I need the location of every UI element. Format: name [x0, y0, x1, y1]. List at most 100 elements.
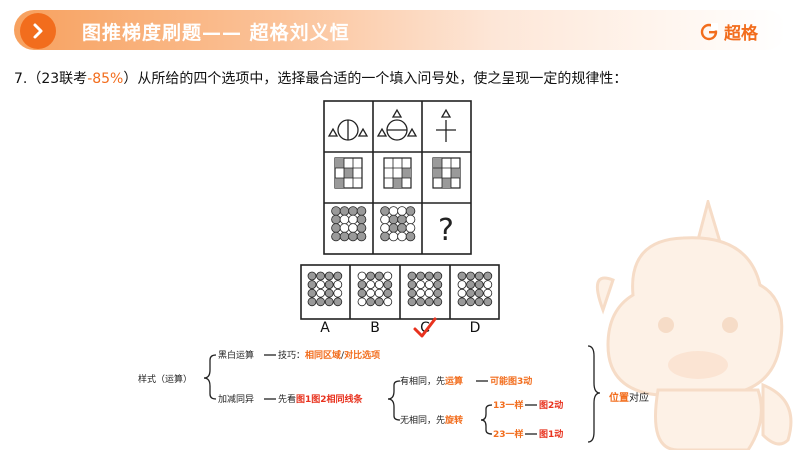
puzzle-cell-8 — [380, 206, 416, 242]
grid-circle — [433, 280, 443, 290]
grid-circle — [483, 288, 493, 298]
option-label-a[interactable]: A — [320, 320, 330, 336]
grid-circle — [316, 280, 326, 290]
grid-circle — [416, 271, 425, 281]
grid-circle — [457, 280, 467, 290]
grid-circle — [339, 223, 350, 233]
grid-circle — [466, 297, 476, 307]
grid-circle — [333, 271, 343, 281]
grid-circle — [366, 280, 375, 290]
option-c-figure[interactable] — [407, 271, 443, 307]
option-a-figure[interactable] — [307, 271, 343, 307]
grid-circle — [397, 231, 407, 242]
grid-circle — [357, 271, 367, 281]
grid-circle — [424, 297, 434, 307]
grid-circle — [380, 206, 390, 216]
grid-circle — [380, 231, 390, 242]
grid-circle — [424, 288, 434, 298]
grid-circle — [397, 214, 407, 225]
grid-circle — [316, 271, 326, 281]
accuracy-rate: -85% — [87, 71, 124, 87]
puzzle-cell-7 — [331, 206, 367, 242]
grid-circle — [474, 288, 484, 298]
tip-compare-options: 对比选项 — [344, 349, 380, 361]
grid-circle — [374, 280, 384, 290]
no-same-prefix: 无相同，先 — [400, 414, 445, 426]
grid-circle — [307, 297, 317, 307]
grid-circle — [331, 231, 341, 242]
first-look-node: 先看图1图2相同线条 — [278, 393, 364, 405]
grid-circle — [433, 297, 443, 307]
grid-circle — [383, 271, 393, 281]
header: 图推梯度刷题—— 超格刘义恒 超格 — [0, 0, 800, 60]
case-13-node: 13一样 — [493, 399, 524, 411]
grid-circle — [405, 223, 416, 233]
grid-circle — [383, 297, 393, 307]
has-same-highlight: 运算 — [445, 375, 463, 387]
grid-circle — [357, 280, 367, 290]
grid-circle — [416, 280, 425, 290]
grid-circle — [324, 297, 334, 307]
conclusion-node: 位置对应 — [609, 389, 649, 404]
grid-circle — [388, 214, 399, 225]
grid-circle — [397, 206, 407, 216]
grid-circle — [307, 271, 317, 281]
puzzle-cell-4 — [334, 157, 363, 189]
option-label-c[interactable]: C — [420, 320, 430, 336]
puzzle-cell-1 — [327, 119, 369, 141]
grid-circle — [483, 280, 493, 290]
page-title: 图推梯度刷题—— 超格刘义恒 — [82, 22, 350, 44]
puzzle-cell-6 — [432, 157, 461, 189]
question-mark: ? — [438, 213, 454, 248]
grid-circle — [380, 223, 390, 233]
grid-circle — [466, 271, 476, 281]
check-mark-icon — [413, 317, 437, 338]
no-same-node: 无相同，先旋转 — [400, 414, 463, 426]
grid-circle — [407, 288, 417, 298]
brand-logo: 超格 — [700, 19, 758, 44]
case-13-result: 图2动 — [539, 400, 563, 411]
grid-circle — [466, 280, 476, 290]
grid-circle — [348, 223, 358, 233]
grid-circle — [356, 223, 367, 233]
grid-circle — [407, 271, 417, 281]
grid-circle — [374, 288, 384, 298]
conclusion-rest: 对应 — [629, 393, 649, 404]
option-b-figure[interactable] — [357, 271, 393, 307]
grid-circle — [333, 288, 343, 298]
grid-circle — [339, 231, 350, 242]
grid-circle — [333, 280, 343, 290]
option-labels: A B C D — [300, 320, 500, 338]
first-look-prefix: 先看 — [278, 393, 296, 405]
grid-circle — [388, 231, 399, 242]
option-label-d[interactable]: D — [469, 320, 481, 336]
grid-circle — [405, 214, 416, 225]
next-button[interactable] — [20, 13, 56, 49]
grid-circle — [433, 288, 443, 298]
grid-circle — [388, 223, 399, 233]
grid-circle — [374, 297, 384, 307]
grid-circle — [405, 231, 416, 242]
grid-circle — [339, 214, 350, 225]
grid-circle — [457, 288, 467, 298]
grid-circle — [331, 214, 341, 225]
grid-circle — [324, 280, 334, 290]
puzzle-grid: ? — [323, 100, 472, 256]
tip-node: 技巧：相同区域/对比选项 — [278, 349, 380, 361]
option-label-b[interactable]: B — [370, 320, 380, 336]
option-d-figure[interactable] — [457, 271, 493, 307]
tip-same-area: 相同区域 — [305, 349, 341, 361]
no-same-highlight: 旋转 — [444, 414, 463, 426]
grid-circle — [383, 280, 393, 290]
puzzle-cell-5 — [383, 157, 412, 189]
grid-circle — [348, 206, 358, 216]
add-sub-node: 加减同异 — [218, 393, 254, 405]
question-prompt: 从所给的四个选项中，选择最合适的一个填入问号处，使之呈现一定的规律性： — [137, 71, 628, 87]
grid-circle — [407, 297, 417, 307]
black-white-node: 黑白运算 — [218, 349, 254, 361]
grid-circle — [357, 288, 367, 298]
root-node: 样式（运算） — [138, 373, 192, 385]
grid-circle — [374, 271, 384, 281]
has-same-prefix: 有相同，先 — [400, 375, 445, 387]
question-number: 7. — [14, 71, 28, 87]
